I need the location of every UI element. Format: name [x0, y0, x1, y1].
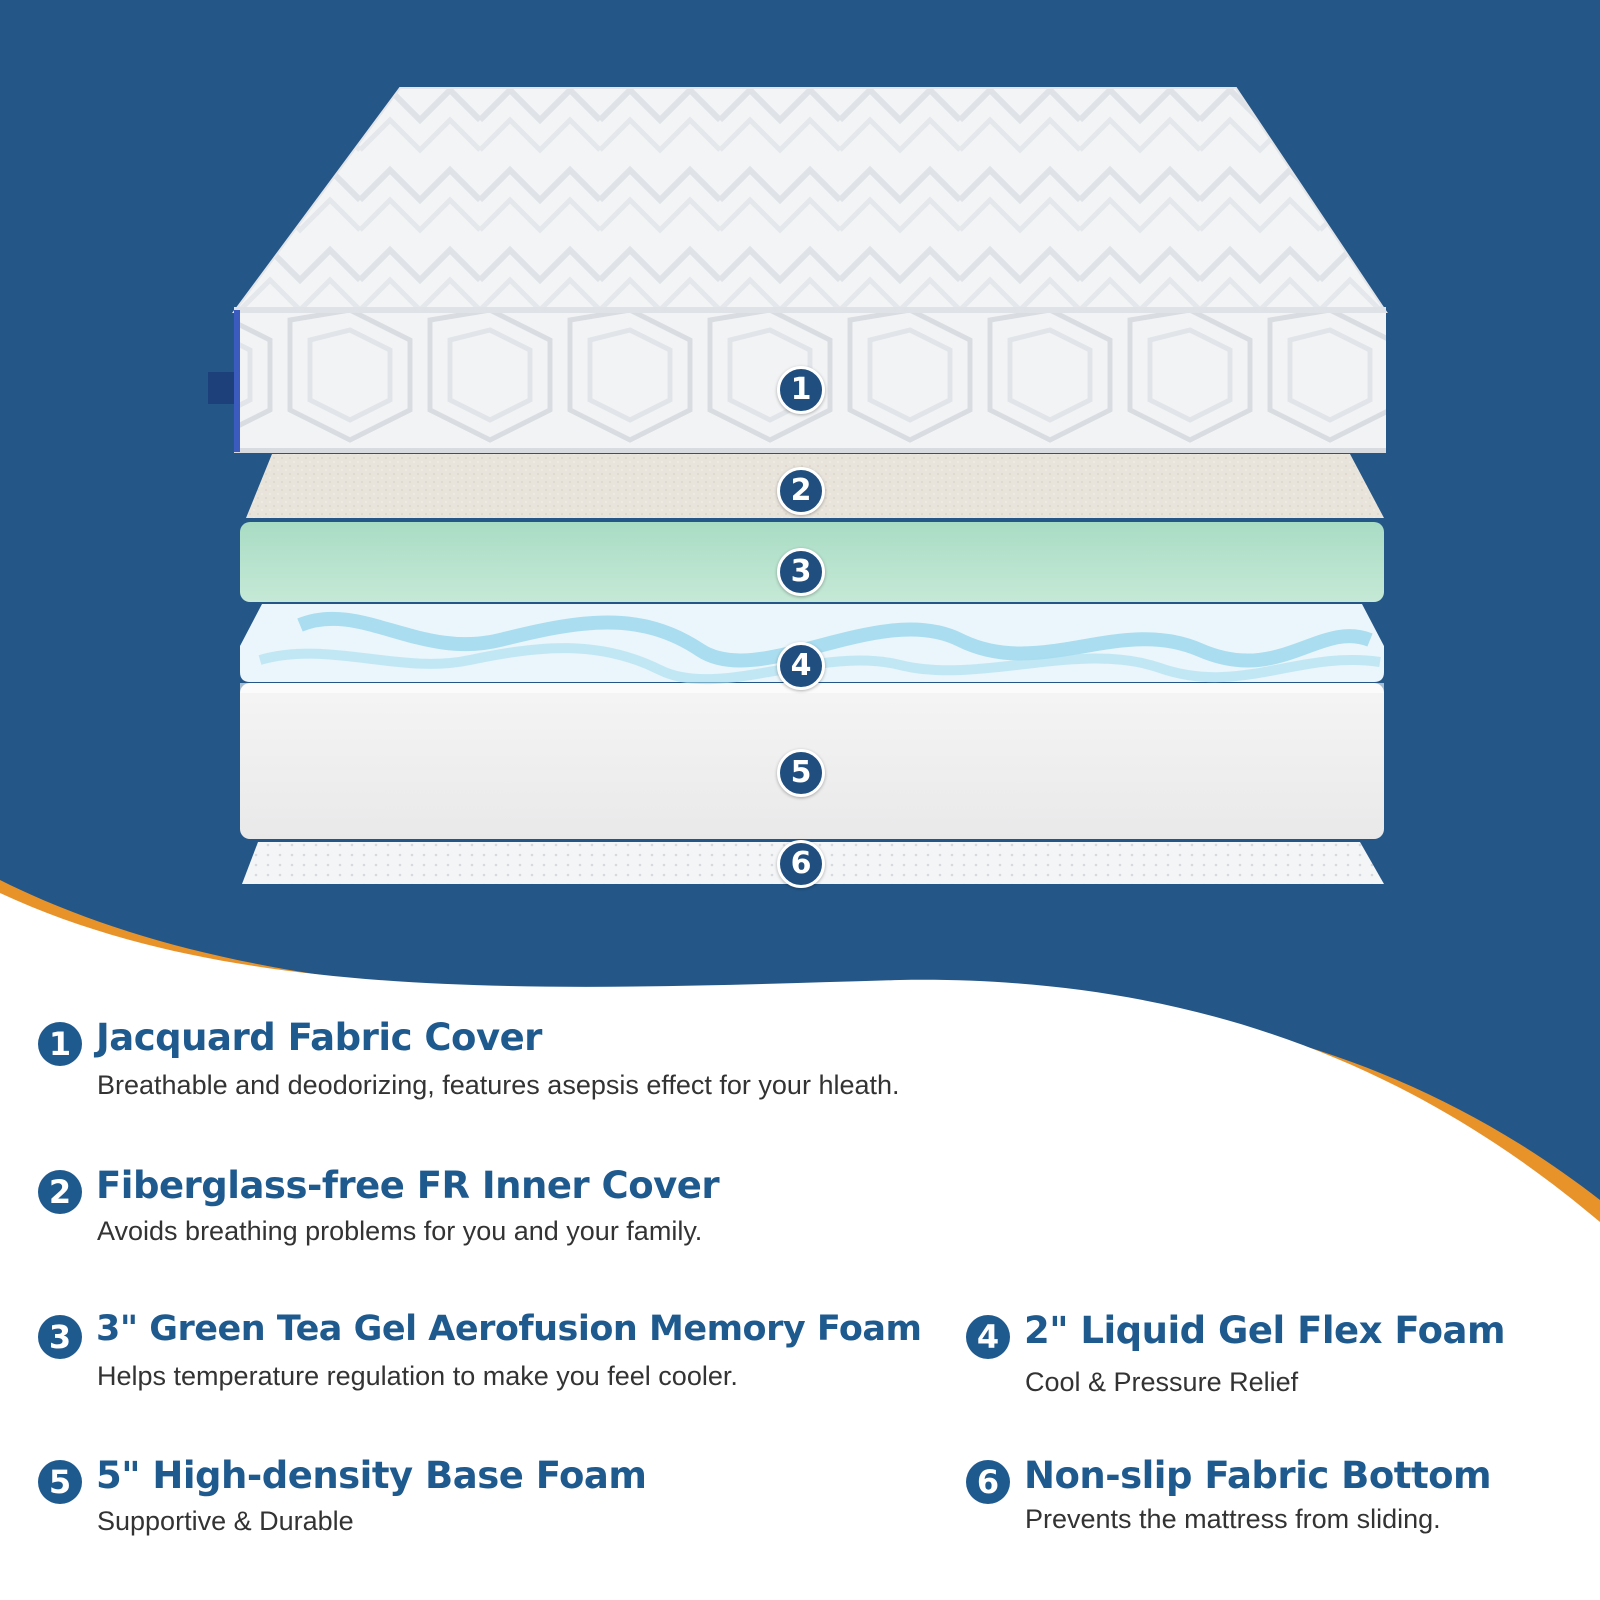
feature-description: Breathable and deodorizing, features ase… [97, 1070, 900, 1100]
feature-description: Prevents the mattress from sliding. [1025, 1504, 1441, 1534]
layer-badge-1: 1 [777, 366, 825, 414]
feature-description: Supportive & Durable [97, 1506, 354, 1536]
feature-number: 4 [966, 1315, 1010, 1359]
feature-title: 2" Liquid Gel Flex Foam [1024, 1309, 1506, 1352]
brand-tag [208, 372, 234, 404]
feature-number: 3 [38, 1315, 82, 1359]
feature-number: 2 [38, 1170, 82, 1214]
feature-description: Helps temperature regulation to make you… [97, 1361, 738, 1391]
layer-badge-2: 2 [777, 467, 825, 515]
layer-badge-3: 3 [777, 548, 825, 596]
feature-number: 6 [966, 1460, 1010, 1504]
feature-number: 1 [38, 1022, 82, 1066]
feature-description: Cool & Pressure Relief [1025, 1367, 1299, 1397]
feature-title: Jacquard Fabric Cover [96, 1016, 542, 1059]
feature-number: 5 [38, 1460, 82, 1504]
feature-title: Fiberglass-free FR Inner Cover [96, 1164, 720, 1207]
feature-description: Avoids breathing problems for you and yo… [97, 1216, 703, 1246]
layer-badge-4: 4 [777, 642, 825, 690]
feature-title: 5" High-density Base Foam [96, 1454, 647, 1497]
layer-badge-6: 6 [777, 840, 825, 888]
feature-title: Non-slip Fabric Bottom [1024, 1454, 1492, 1497]
feature-title: 3" Green Tea Gel Aerofusion Memory Foam [96, 1309, 922, 1349]
layer-badge-5: 5 [777, 749, 825, 797]
